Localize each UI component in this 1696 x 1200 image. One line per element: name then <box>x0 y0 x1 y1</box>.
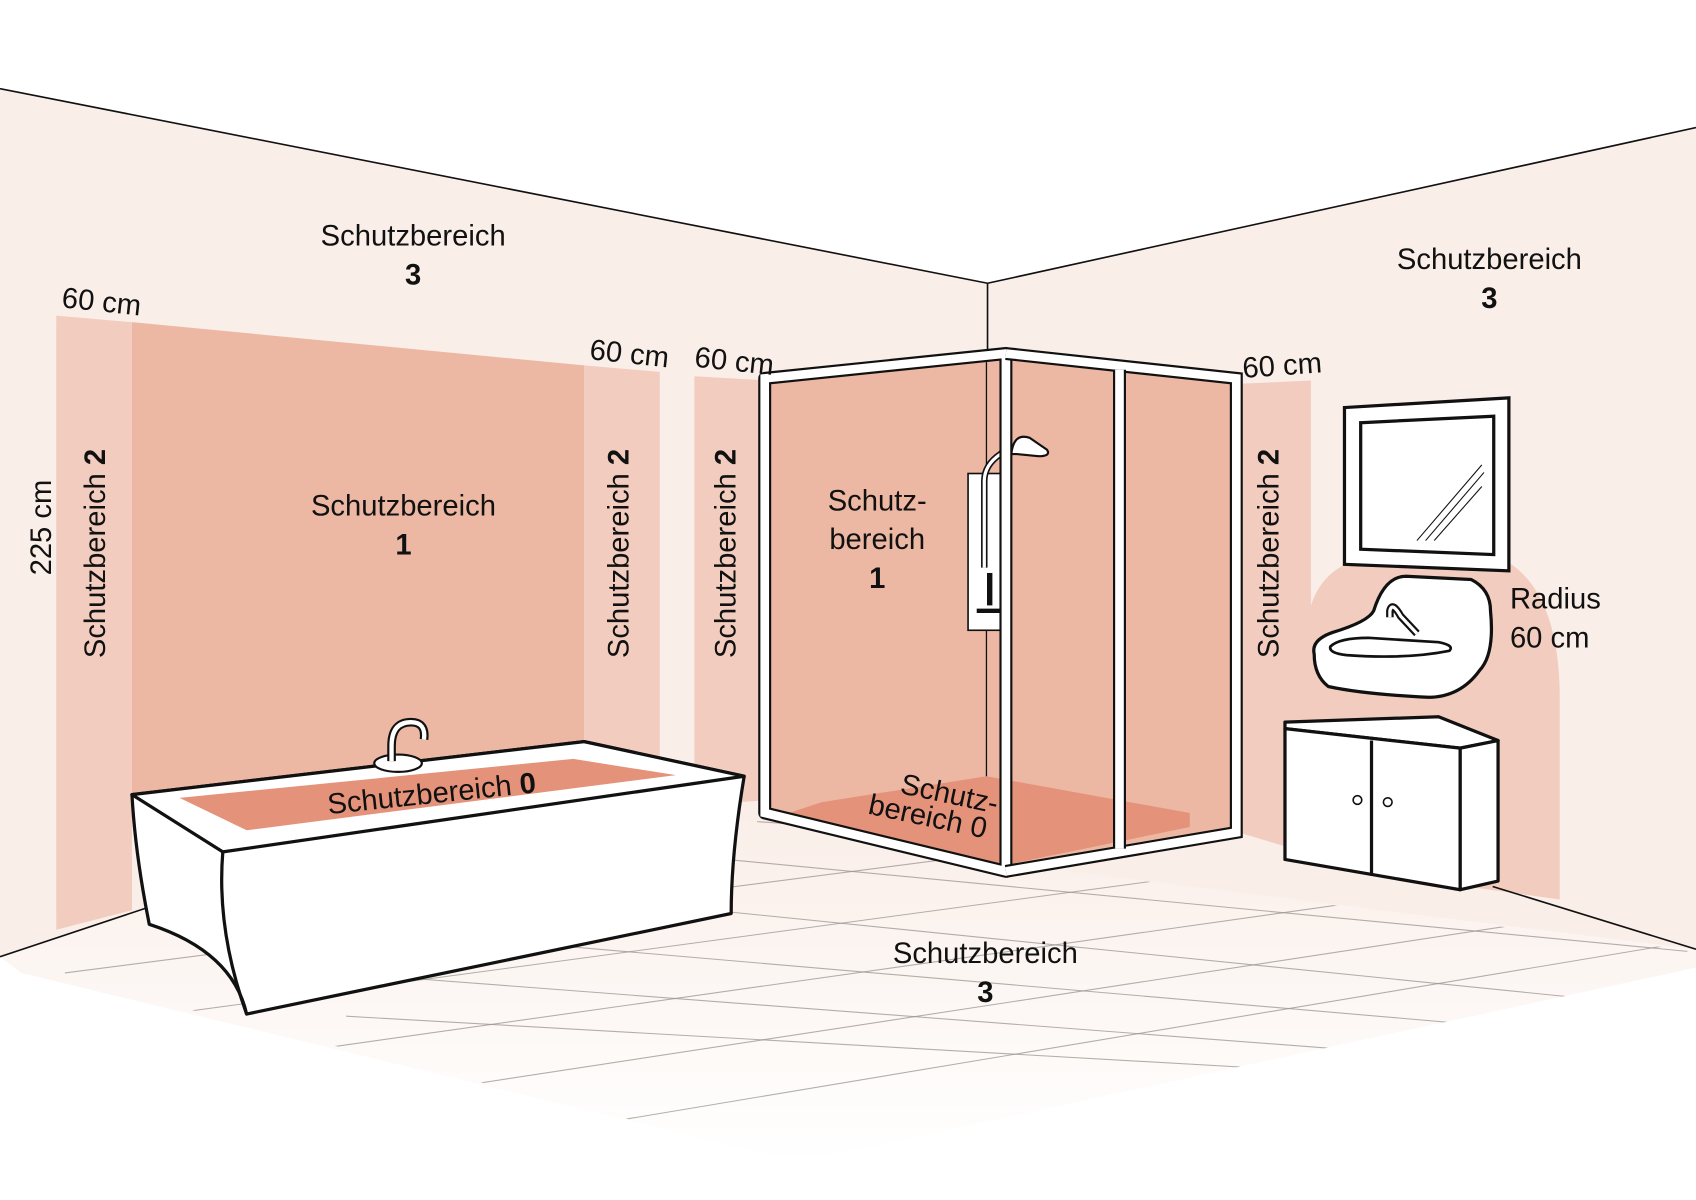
label-zone2-shower-left: Schutzbereich 2 <box>711 449 743 658</box>
zone-label: Schutzbereich <box>1397 244 1582 276</box>
zone-number: 0 <box>518 767 537 801</box>
zone2-strip-left <box>56 315 132 930</box>
vanity-cabinet-icon <box>1283 715 1500 892</box>
zone-label: Schutzbereich <box>321 220 506 252</box>
tub-faucet-icon <box>373 717 429 773</box>
zone-number: 1 <box>395 530 411 562</box>
ceiling-edge-left <box>0 87 988 285</box>
zone2-strip-shower-left <box>694 376 771 806</box>
label-zone2-left: Schutzbereich 2 <box>80 449 112 658</box>
zone-label: Schutzbereich <box>1253 465 1285 658</box>
ceiling-edge-right <box>987 126 1696 285</box>
zone-number: 2 <box>603 449 635 465</box>
zone-number: 3 <box>1481 283 1497 315</box>
zone-number: 3 <box>977 977 993 1009</box>
zone-number: 2 <box>1253 449 1285 465</box>
label-shower-zone1: Schutz- bereich 1 <box>828 485 927 595</box>
label-zone2-shower-right: Schutzbereich 2 <box>1253 449 1285 658</box>
shower-cabin-icon <box>758 347 1243 878</box>
label-height-225cm: 225 cm <box>26 480 58 576</box>
zone-label: Schutzbereich <box>893 938 1078 970</box>
mirror-icon <box>1342 396 1511 573</box>
zone-number: 1 <box>869 563 885 595</box>
label-width-shower-right: 60 cm <box>1241 347 1323 384</box>
label-tub-zone1: Schutzbereich 1 <box>311 491 496 562</box>
label-right-wall-zone3: Schutzbereich 3 <box>1397 244 1582 315</box>
zone-label-line2: bereich <box>829 524 925 556</box>
floor-edge-right <box>1492 885 1696 950</box>
bathtub-icon <box>130 717 746 1016</box>
shower-zone0-floor <box>778 776 1190 865</box>
zone-label: Schutzbereich <box>311 491 496 523</box>
tub-zone0-water <box>179 758 677 831</box>
zone-number: 2 <box>80 449 112 465</box>
label-radius: Radius 60 cm <box>1510 584 1601 655</box>
label-left-wall-zone3: Schutzbereich 3 <box>321 220 506 291</box>
zone-label: Schutzbereich <box>80 465 112 658</box>
zone-number: 2 <box>711 449 743 465</box>
zone2-strip-tub-right <box>584 365 660 757</box>
zone-label: Schutzbereich <box>711 465 743 658</box>
zone-number: 3 <box>405 259 421 291</box>
floor-edge-left <box>0 907 147 958</box>
label-zone2-tub-right: Schutzbereich 2 <box>603 449 635 658</box>
zone1-tub-area <box>131 322 585 795</box>
radius-label-line1: Radius <box>1510 584 1601 616</box>
radius-label-line2: 60 cm <box>1510 623 1590 655</box>
label-floor-zone3: Schutzbereich 3 <box>893 938 1078 1009</box>
zone-label: Schutzbereich <box>603 465 635 658</box>
zone-label-line1: Schutz- <box>828 485 927 517</box>
washbasin-icon <box>1312 574 1494 699</box>
